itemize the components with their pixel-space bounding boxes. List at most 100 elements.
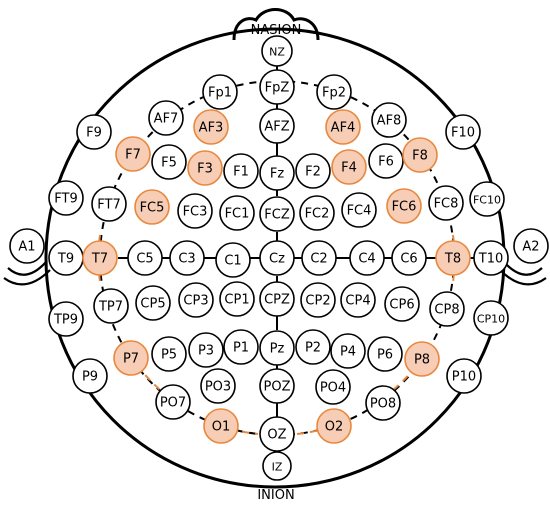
- electrode-label-ft7: FT7: [97, 198, 120, 213]
- electrode-po8: PO8: [365, 385, 401, 421]
- electrode-circle-fz: [259, 155, 295, 191]
- electrode-label-pz: Pz: [270, 342, 285, 357]
- electrode-label-fc1: FC1: [225, 207, 250, 222]
- electrode-circle-po7: [155, 384, 191, 420]
- electrode-label-nz: NZ: [269, 46, 285, 59]
- electrode-tp9: TP9: [48, 301, 84, 337]
- electrode-label-po7: PO7: [160, 396, 186, 411]
- electrode-circle-p2: [295, 329, 331, 365]
- electrode-circle-af3: [193, 109, 229, 145]
- electrode-label-o2: O2: [325, 420, 344, 435]
- electrode-label-f3: F3: [197, 162, 213, 177]
- electrode-f8: F8: [402, 137, 438, 173]
- electrode-label-af4: AF4: [331, 121, 356, 136]
- electrode-circle-af4: [325, 109, 361, 145]
- electrode-circle-cp3: [178, 282, 214, 318]
- electrode-cz: Cz: [259, 240, 295, 276]
- electrode-label-fc10: FC10: [473, 194, 501, 207]
- electrode-label-c5: C5: [136, 252, 153, 267]
- electrode-t9: T9: [48, 240, 84, 276]
- electrode-circle-pz: [259, 330, 295, 366]
- electrode-c3: C3: [169, 240, 205, 276]
- electrode-label-c1: C1: [224, 254, 241, 269]
- electrode-circle-afz: [259, 108, 295, 144]
- electrode-circle-cp2: [300, 282, 336, 318]
- electrode-cp3: CP3: [178, 282, 214, 318]
- electrode-p9: P9: [72, 358, 108, 394]
- electrode-cp10: CP10: [473, 300, 509, 336]
- electrode-oz: OZ: [259, 416, 295, 452]
- electrode-cp5: CP5: [135, 285, 171, 321]
- electrode-fc1: FC1: [219, 195, 255, 231]
- electrode-circle-nz: [261, 35, 293, 67]
- electrode-label-f8: F8: [412, 149, 428, 164]
- electrode-a1: A1: [9, 228, 45, 264]
- electrode-poz: POZ: [259, 368, 295, 404]
- electrode-label-t9: T9: [57, 252, 74, 267]
- electrode-circle-po4: [315, 369, 351, 405]
- electrode-label-cp5: CP5: [140, 297, 165, 312]
- electrode-circle-c1: [215, 242, 251, 278]
- electrode-fc10: FC10: [469, 181, 505, 217]
- electrode-fp1: Fp1: [202, 74, 238, 110]
- nose-outline: [232, 8, 320, 41]
- electrode-circle-fc6: [386, 188, 422, 224]
- electrode-fc3: FC3: [177, 193, 213, 229]
- electrode-label-af3: AF3: [199, 121, 224, 136]
- electrode-f3: F3: [187, 150, 223, 186]
- electrode-p4: P4: [330, 333, 366, 369]
- electrode-circle-tp9: [48, 301, 84, 337]
- electrode-tp7: TP7: [93, 288, 129, 324]
- electrode-label-f1: F1: [233, 165, 249, 180]
- electrode-circle-cp4: [340, 282, 376, 318]
- electrode-label-f7: F7: [125, 148, 141, 163]
- electrode-f9: F9: [76, 114, 112, 150]
- electrode-circle-a1: [9, 228, 45, 264]
- electrode-label-c3: C3: [178, 252, 195, 267]
- electrode-o2: O2: [316, 408, 352, 444]
- electrode-c1: C1: [215, 242, 251, 278]
- electrode-af4: AF4: [325, 109, 361, 145]
- electrode-label-t10: T10: [478, 252, 503, 267]
- electrode-circle-f4: [331, 149, 367, 185]
- electrode-circle-c5: [127, 240, 163, 276]
- electrode-circle-cpz: [259, 281, 295, 317]
- electrode-circle-fc2: [299, 195, 335, 231]
- electrode-circle-o1: [203, 408, 239, 444]
- electrode-c2: C2: [301, 240, 337, 276]
- electrode-circle-t10: [473, 240, 509, 276]
- electrode-label-t8: T8: [444, 252, 461, 267]
- electrode-circle-f2: [295, 153, 331, 189]
- electrode-circle-f1: [223, 153, 259, 189]
- electrode-nz: NZ: [261, 35, 293, 67]
- electrode-fp2: Fp2: [316, 74, 352, 110]
- electrode-fc8: FC8: [428, 185, 464, 221]
- electrode-p1: P1: [223, 329, 259, 365]
- electrode-label-poz: POZ: [264, 380, 291, 395]
- electrode-circle-iz: [262, 451, 292, 481]
- electrode-circle-po3: [200, 368, 236, 404]
- electrode-circle-c4: [349, 240, 385, 276]
- electrode-pz: Pz: [259, 330, 295, 366]
- electrode-circle-cp6: [384, 286, 420, 322]
- electrode-label-cp4: CP4: [345, 294, 370, 309]
- electrode-circle-f5: [151, 144, 187, 180]
- electrode-fz: Fz: [259, 155, 295, 191]
- electrode-circle-fc4: [341, 192, 377, 228]
- electrode-label-t7: T7: [91, 252, 108, 267]
- electrode-f7: F7: [115, 136, 151, 172]
- electrode-circle-f6: [368, 143, 404, 179]
- electrode-circle-p4: [330, 333, 366, 369]
- electrode-c5: C5: [127, 240, 163, 276]
- electrode-circle-cp1: [219, 281, 255, 317]
- electrode-label-ft9: FT9: [54, 192, 77, 207]
- electrode-circle-ft9: [48, 180, 84, 216]
- electrode-label-p9: P9: [82, 370, 98, 385]
- electrode-cp6: CP6: [384, 286, 420, 322]
- electrode-label-f9: F9: [86, 126, 102, 141]
- electrode-circle-cz: [259, 240, 295, 276]
- electrode-label-p3: P3: [198, 344, 214, 359]
- electrode-circle-cp8: [429, 291, 465, 327]
